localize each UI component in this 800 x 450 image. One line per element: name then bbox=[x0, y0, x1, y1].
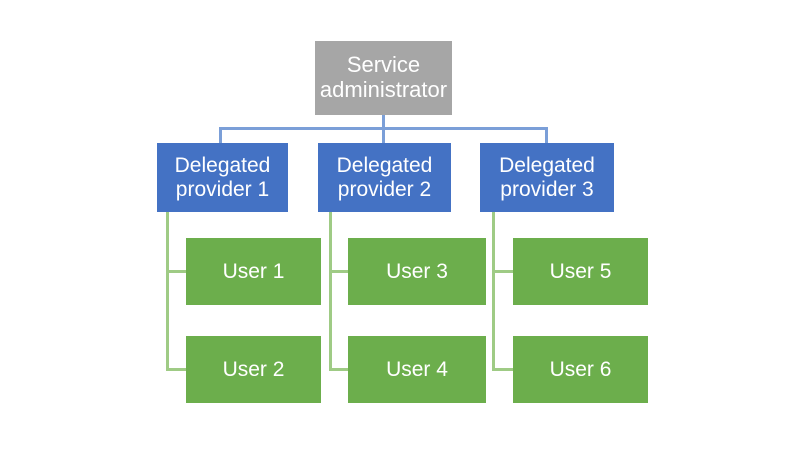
node-user-1-label: User 1 bbox=[222, 259, 285, 283]
node-user-3[interactable]: User 3 bbox=[348, 238, 486, 305]
node-user-2-label: User 2 bbox=[222, 357, 285, 381]
connector-provider-2-to-user-3 bbox=[329, 270, 349, 273]
node-user-5[interactable]: User 5 bbox=[513, 238, 648, 305]
node-delegated-provider-2-label: Delegated provider 2 bbox=[336, 153, 433, 201]
connector-bus-to-provider-1 bbox=[219, 127, 222, 144]
node-delegated-provider-1-label: Delegated provider 1 bbox=[174, 153, 271, 201]
node-user-2[interactable]: User 2 bbox=[186, 336, 321, 403]
connector-bus-to-provider-3 bbox=[545, 127, 548, 144]
node-delegated-provider-3[interactable]: Delegated provider 3 bbox=[480, 143, 614, 212]
connector-provider-1-trunk bbox=[166, 212, 169, 371]
connector-provider-3-trunk bbox=[492, 212, 495, 371]
connector-provider-1-to-user-2 bbox=[166, 368, 187, 371]
node-user-6-label: User 6 bbox=[549, 357, 612, 381]
node-service-administrator-label: Service administrator bbox=[319, 52, 448, 102]
connector-bus-to-provider-2 bbox=[382, 127, 385, 144]
connector-provider-3-to-user-5 bbox=[492, 270, 514, 273]
node-delegated-provider-2[interactable]: Delegated provider 2 bbox=[318, 143, 451, 212]
node-delegated-provider-3-label: Delegated provider 3 bbox=[499, 153, 595, 201]
connector-provider-2-to-user-4 bbox=[329, 368, 349, 371]
node-user-4[interactable]: User 4 bbox=[348, 336, 486, 403]
node-user-6[interactable]: User 6 bbox=[513, 336, 648, 403]
node-user-4-label: User 4 bbox=[386, 357, 448, 381]
node-delegated-provider-1[interactable]: Delegated provider 1 bbox=[157, 143, 288, 212]
connector-provider-2-trunk bbox=[329, 212, 332, 371]
connector-provider-3-to-user-6 bbox=[492, 368, 514, 371]
node-user-1[interactable]: User 1 bbox=[186, 238, 321, 305]
connector-root-stem bbox=[382, 115, 385, 129]
node-user-5-label: User 5 bbox=[549, 259, 612, 283]
node-service-administrator[interactable]: Service administrator bbox=[315, 41, 452, 115]
node-user-3-label: User 3 bbox=[386, 259, 448, 283]
connector-provider-1-to-user-1 bbox=[166, 270, 187, 273]
